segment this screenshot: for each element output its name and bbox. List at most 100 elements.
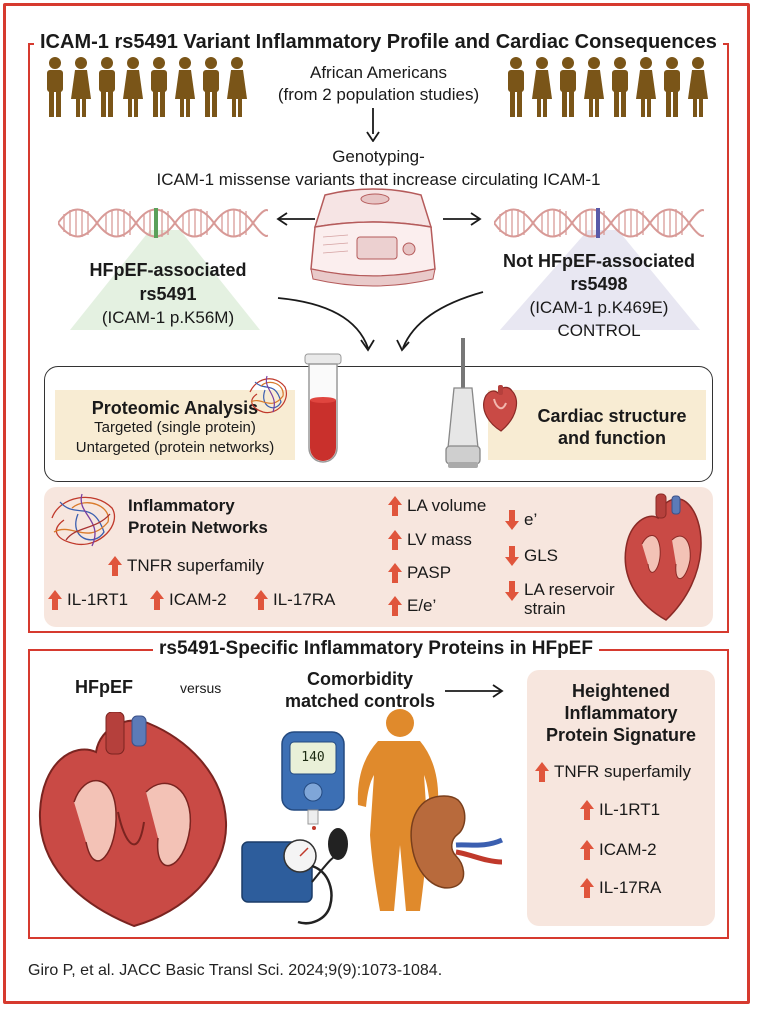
right-variant-label: Not HFpEF-associated rs5498 (ICAM-1 p.K4…: [494, 250, 704, 342]
right-variant-line3: (ICAM-1 p.K469E): [529, 298, 669, 317]
arrow-up-icon: [580, 878, 594, 898]
result-icam2: ICAM-2: [150, 590, 227, 610]
citation-text: Giro P, et al. JACC Basic Transl Sci. 20…: [28, 962, 443, 979]
genotyping-text: Genotyping- ICAM-1 missense variants tha…: [90, 145, 667, 191]
la-strain-line2: strain: [524, 599, 566, 618]
arrow-up-icon: [388, 563, 402, 583]
analysis-box: [44, 366, 713, 482]
hfpef-label: HFpEF: [75, 677, 133, 697]
signature-tnfr-label: TNFR superfamily: [554, 762, 691, 781]
spotlight-left: [70, 230, 260, 330]
protein-network-large-icon: [51, 493, 115, 547]
arrow-down-red-icon: [505, 546, 519, 566]
cardiac-line2: and function: [558, 428, 666, 448]
versus-label: versus: [180, 680, 222, 696]
right-variant-line1: Not HFpEF-associated: [502, 251, 696, 271]
result-il17: IL-17RA: [254, 590, 335, 610]
test-tube-icon: [304, 353, 342, 463]
result-ee: E/e’: [388, 596, 436, 616]
dna-right-icon: [494, 208, 704, 238]
result-la-volume-label: LA volume: [407, 496, 487, 515]
result-gls: GLS: [505, 546, 558, 566]
cardiac-text: Cardiac structure and function: [522, 405, 702, 449]
result-pasp-label: PASP: [407, 563, 452, 582]
signature-line1: Heightened: [571, 681, 670, 701]
arrow-up-icon: [108, 556, 122, 576]
result-e-prime: e’: [505, 510, 537, 530]
signature-title: Heightened Inflammatory Protein Signatur…: [527, 680, 715, 746]
left-variant-line3: (ICAM-1 p.K56M): [101, 308, 235, 327]
result-la-volume: LA volume: [388, 496, 486, 516]
pcr-machine-icon: [310, 188, 436, 287]
bottom-section-title: rs5491-Specific Inflammatory Proteins in…: [153, 638, 599, 660]
proteomic-line2: Untargeted (protein networks): [75, 439, 275, 456]
result-tnfr: TNFR superfamily: [108, 556, 264, 576]
arrow-up-icon: [48, 590, 62, 610]
glucometer-icon: [281, 731, 345, 830]
person-silhouette-icon: [357, 709, 439, 911]
arrow-down-red-icon: [505, 581, 519, 601]
population-text: African Americans (from 2 population stu…: [250, 62, 507, 106]
proteomic-text: Proteomic Analysis Targeted (single prot…: [56, 398, 294, 458]
signature-il1-label: IL-1RT1: [599, 800, 661, 819]
arrow-right-icon: [445, 684, 504, 698]
arrow-up-icon: [150, 590, 164, 610]
right-variant-line2: rs5498: [570, 274, 628, 294]
cardiac-panel: [488, 390, 706, 460]
result-il1: IL-1RT1: [48, 590, 128, 610]
left-variant-line2: rs5491: [139, 284, 197, 304]
result-icam2-label: ICAM-2: [169, 590, 227, 609]
signature-il1: IL-1RT1: [580, 800, 660, 820]
heart-small-icon: [483, 385, 518, 432]
people-group-left-icon: [47, 57, 247, 117]
la-strain-line1: LA reservoir: [524, 580, 615, 599]
signature-line3: Protein Signature: [545, 725, 697, 745]
arrow-down-red-icon: [505, 510, 519, 530]
dna-left-icon: [58, 208, 268, 238]
signature-line2: Inflammatory: [564, 703, 678, 723]
network-title-line1: Inflammatory: [128, 496, 235, 515]
converging-arrows-icon: [277, 291, 484, 352]
result-il1-label: IL-1RT1: [67, 590, 129, 609]
glucometer-reading: 140: [301, 750, 325, 765]
result-pasp: PASP: [388, 563, 451, 583]
controls-line2: matched controls: [284, 691, 436, 711]
signature-panel: [527, 670, 715, 926]
proteomic-title: Proteomic Analysis: [91, 398, 259, 418]
signature-tnfr: TNFR superfamily: [535, 762, 691, 782]
genotyping-line1: Genotyping-: [332, 147, 425, 166]
arrow-up-icon: [388, 596, 402, 616]
spotlight-right: [500, 230, 700, 330]
arrow-up-icon: [580, 800, 594, 820]
arrow-up-icon: [388, 530, 402, 550]
ultrasound-probe-icon: [445, 338, 481, 468]
arrow-up-icon: [535, 762, 549, 782]
heart-large-icon: [38, 712, 228, 928]
signature-icam2: ICAM-2: [580, 840, 657, 860]
population-line2: (from 2 population studies): [277, 85, 480, 104]
network-title: Inflammatory Protein Networks: [128, 495, 268, 539]
result-lv-mass: LV mass: [388, 530, 472, 550]
arrow-up-icon: [580, 840, 594, 860]
result-la-strain: LA reservoir strain: [505, 580, 615, 618]
signature-il17: IL-17RA: [580, 878, 661, 898]
cardiac-line1: Cardiac structure: [537, 406, 687, 426]
result-e-prime-label: e’: [524, 510, 538, 529]
heart-medium-icon: [624, 493, 702, 621]
result-la-strain-label: LA reservoir strain: [524, 580, 615, 618]
arrow-up-icon: [388, 496, 402, 516]
left-variant-label: HFpEF-associated rs5491 (ICAM-1 p.K56M): [68, 258, 268, 330]
figure-frame: [3, 3, 750, 1004]
controls-line1: Comorbidity: [307, 669, 413, 689]
left-variant-line1: HFpEF-associated: [89, 260, 247, 280]
result-lv-mass-label: LV mass: [407, 530, 472, 549]
signature-il17-label: IL-17RA: [599, 878, 662, 897]
arrow-left-icon: [276, 212, 315, 226]
people-group-right-icon: [508, 57, 708, 117]
signature-icam2-label: ICAM-2: [599, 840, 657, 859]
result-gls-label: GLS: [524, 546, 559, 565]
controls-label: Comorbidity matched controls: [280, 668, 440, 712]
result-ee-label: E/e’: [407, 596, 437, 615]
kidney-icon: [410, 795, 504, 889]
network-title-line2: Protein Networks: [128, 518, 268, 537]
